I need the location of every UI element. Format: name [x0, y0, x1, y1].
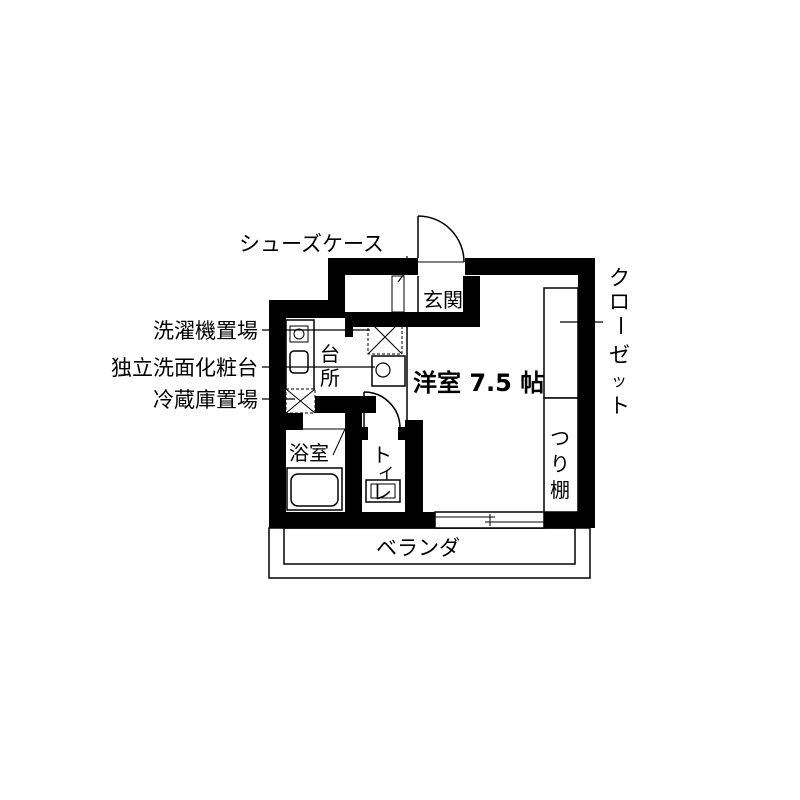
shelf-label-char: つ	[550, 426, 570, 450]
closet-label-char: ー	[608, 315, 632, 336]
balcony-outline	[268, 527, 591, 579]
burner-icon	[293, 328, 305, 340]
toilet-label-char: イ	[378, 464, 394, 483]
fridge-space-label: 冷蔵庫置場	[153, 388, 258, 412]
shelf-label-char: り	[550, 452, 570, 476]
genkan-wall-right	[463, 276, 480, 327]
bath-label: 浴室	[289, 441, 329, 465]
shelf-label: つ り 棚	[550, 426, 570, 502]
toilet-label: ト イ レ	[372, 443, 394, 504]
genkan-label: 玄関	[423, 288, 463, 312]
closet-label-char: ッ	[611, 371, 627, 390]
callout-leaders	[262, 256, 603, 400]
bath-door-swing	[332, 428, 346, 456]
toilet-top-wall-right	[398, 427, 405, 440]
entrance-door-swing	[417, 215, 465, 263]
shoe-case-label: シューズケース	[239, 232, 384, 256]
kitchen-label-char: 所	[320, 366, 340, 390]
bath-toilet-wall	[345, 413, 362, 512]
closet-label-char: ト	[609, 394, 630, 418]
balcony-window	[434, 511, 545, 529]
fridge-space-icon	[285, 388, 316, 414]
washer-space-label: 洗濯機置場	[153, 319, 258, 343]
toilet-door-swing	[363, 391, 401, 429]
stove-icon	[289, 325, 309, 343]
sink-icon	[289, 350, 309, 374]
washer-space-icon	[367, 319, 403, 355]
toilet-top-wall	[362, 427, 368, 440]
toilet-icon	[365, 479, 401, 503]
closet-label-char: ゼ	[609, 343, 630, 367]
closet-label-char: ロ	[609, 290, 630, 314]
bathtub-icon	[286, 467, 343, 511]
kitchen-partition	[345, 327, 353, 337]
kitchen-label-char: 台	[320, 342, 340, 366]
bath-top-wall	[286, 413, 303, 430]
toilet-label-char: レ	[372, 480, 392, 504]
closet-label: ク ロ ー ゼ ッ ト	[608, 266, 632, 418]
shelf-unit	[543, 397, 579, 513]
vanity-icon	[371, 355, 406, 387]
shelf-label-char: 棚	[550, 478, 570, 502]
entrance-gap	[418, 256, 465, 276]
genkan-step	[345, 312, 480, 327]
balcony-label: ベランダ	[376, 536, 460, 560]
toilet-right-wall	[405, 420, 423, 512]
closet-label-char: ク	[609, 266, 630, 290]
western-room-label: 洋室 7.5 帖	[413, 369, 544, 397]
toilet-label-char: ト	[372, 443, 392, 467]
vanity-label: 独立洗面化粧台	[111, 356, 258, 380]
closet-unit	[543, 287, 579, 399]
